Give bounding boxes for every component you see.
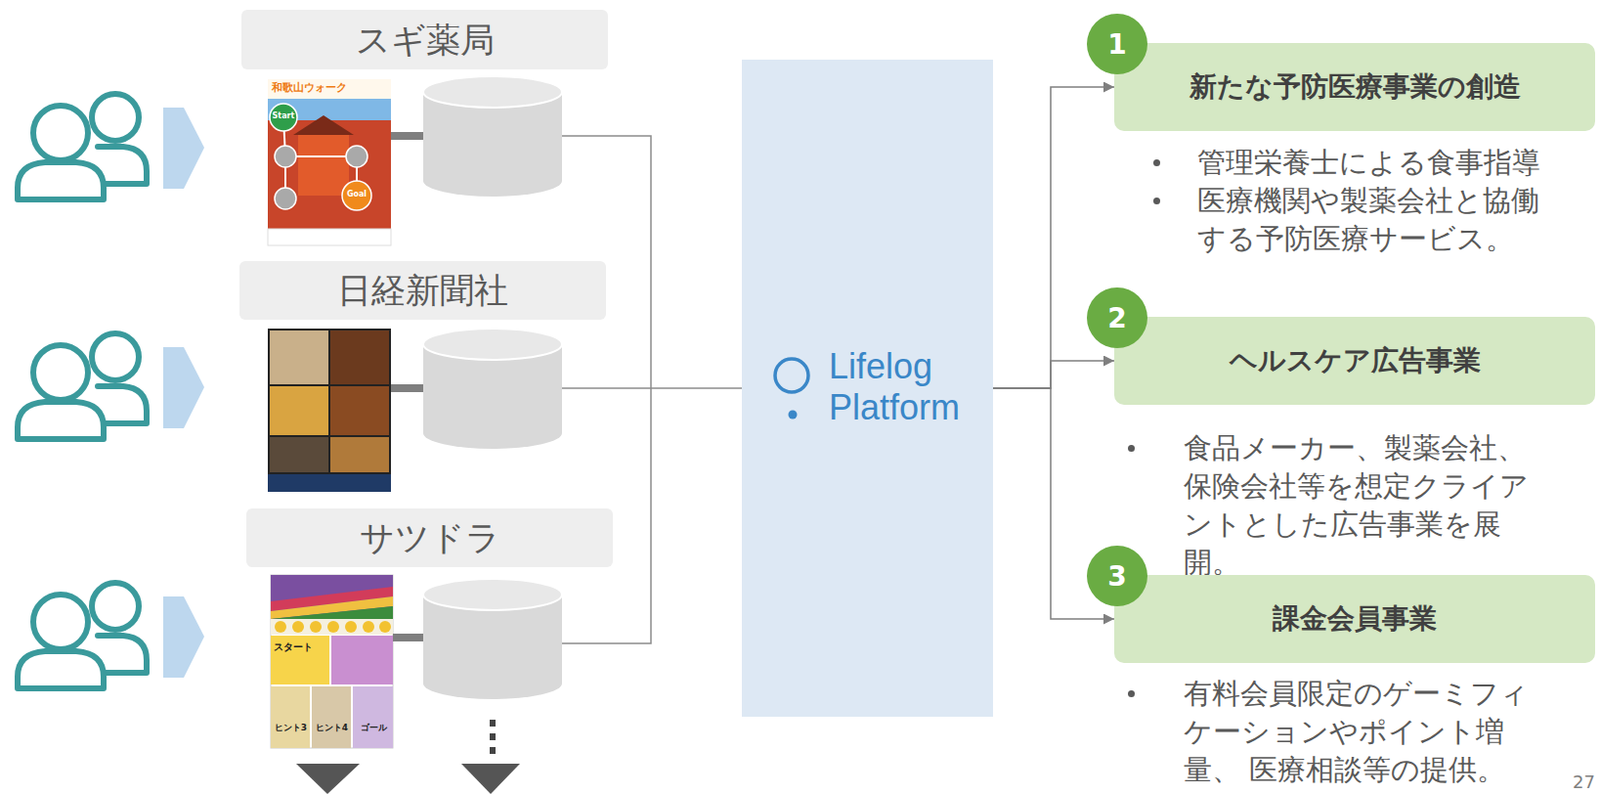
link-bar xyxy=(390,131,424,140)
photo-tile xyxy=(331,635,393,685)
flow-chevron xyxy=(163,107,205,189)
callout-number: 2 xyxy=(1086,287,1148,348)
bullet-dot xyxy=(1153,197,1161,205)
start-tile xyxy=(270,635,330,685)
user-icon xyxy=(17,582,147,689)
screen-title: 和歌山ウォーク xyxy=(271,82,390,94)
hint-tile xyxy=(270,686,310,748)
milestone-dot xyxy=(309,620,322,633)
screen-text: スタート xyxy=(273,641,329,652)
source-name: スギ薬局 xyxy=(355,19,495,61)
screen-text: Start xyxy=(269,112,298,122)
goal-marker xyxy=(342,180,372,211)
bullet-item: 有料会員限定のゲーミフィ ケーションやポイント増量、 医療相談等の提供。 xyxy=(1114,674,1596,789)
route-marker xyxy=(274,145,297,168)
food-photo xyxy=(269,330,329,385)
screenshot-navbar xyxy=(267,474,391,492)
source-header: サツドラ xyxy=(246,508,613,567)
flow-chevron xyxy=(163,596,205,678)
business-banner: ヘルスケア広告事業食品メーカー、製薬会社、 保険会社等を想定クライア ントとした… xyxy=(1114,316,1596,582)
screenshot-title-band xyxy=(267,79,391,99)
logo-ring xyxy=(775,358,809,392)
app-screenshot xyxy=(267,79,391,246)
bullet-dot xyxy=(1153,159,1161,167)
bullet-text: 医療機関や製薬会社と協働 する予防医療サービス。 xyxy=(1197,181,1571,259)
source-header: 日経新聞社 xyxy=(239,260,606,320)
temple-body xyxy=(298,134,349,196)
bullet-item: 管理栄養士による食事指導 xyxy=(1114,143,1596,182)
route-marker xyxy=(345,145,368,168)
bullet-item: 食品メーカー、製薬会社、 保険会社等を想定クライア ントとした広告事業を展開。 xyxy=(1114,429,1596,582)
milestone-dot xyxy=(362,620,375,633)
data-wire xyxy=(562,387,742,390)
banner-heading: 新たな予防医療事業の創造 xyxy=(1114,43,1596,131)
milestone-dot xyxy=(379,620,391,633)
milestone-dot xyxy=(292,620,304,633)
callout-number: 1 xyxy=(1086,13,1148,75)
more-triangle xyxy=(296,763,360,794)
callout-digit: 1 xyxy=(1107,28,1126,61)
branch-arrow xyxy=(993,360,1115,389)
platform-panel: Lifelog Platform xyxy=(741,59,994,717)
bullet-item: 医療機関や製薬会社と協働 する予防医療サービス。 xyxy=(1114,181,1596,259)
start-marker xyxy=(269,103,298,131)
milestone-dot xyxy=(274,620,287,633)
source-header: スギ薬局 xyxy=(241,9,608,70)
flower-stripe xyxy=(270,596,393,619)
platform-logo xyxy=(762,353,822,423)
milestone-row xyxy=(270,618,393,635)
screenshot-sky xyxy=(267,79,391,121)
user-icon xyxy=(17,333,147,439)
food-photo xyxy=(269,436,329,473)
business-banner: 課金会員事業有料会員限定のゲーミフィ ケーションやポイント増量、 医療相談等の提… xyxy=(1114,574,1596,789)
database-top xyxy=(423,328,563,360)
callout-digit: 3 xyxy=(1107,560,1126,593)
bullet-text: 食品メーカー、製薬会社、 保険会社等を想定クライア ントとした広告事業を展開。 xyxy=(1183,429,1557,582)
ellipsis-dots xyxy=(489,719,496,755)
app-screenshot xyxy=(267,328,391,492)
link-bar xyxy=(390,384,424,392)
banner-heading: ヘルスケア広告事業 xyxy=(1114,316,1596,405)
more-triangle xyxy=(461,763,520,794)
link-bar xyxy=(392,633,424,642)
platform-name: Lifelog Platform xyxy=(828,345,986,429)
bullet-text: 管理栄養士による食事指導 xyxy=(1197,143,1571,182)
milestone-dot xyxy=(327,620,340,633)
source-name: サツドラ xyxy=(359,517,501,559)
logo-dot xyxy=(788,410,798,420)
bullet-dot xyxy=(1127,690,1135,697)
flower-photo xyxy=(270,574,393,619)
user-icon xyxy=(17,93,147,200)
callout-number: 3 xyxy=(1086,545,1148,606)
food-photo xyxy=(330,436,390,473)
temple-roof xyxy=(293,115,354,135)
bullet-dot xyxy=(1127,444,1135,452)
milestone-dot xyxy=(345,620,357,633)
goal-tile xyxy=(352,686,393,748)
database-top xyxy=(423,76,563,108)
route-marker xyxy=(274,187,297,210)
bullet-text: 有料会員限定のゲーミフィ ケーションやポイント増量、 医療相談等の提供。 xyxy=(1183,674,1557,789)
hint-tile xyxy=(311,686,351,748)
screen-text: Goal xyxy=(343,190,371,200)
food-photo xyxy=(330,386,390,435)
food-photo xyxy=(330,330,390,385)
screen-text: ヒント4 xyxy=(312,723,351,734)
flow-chevron xyxy=(163,346,205,429)
app-screenshot xyxy=(270,574,393,748)
food-photo xyxy=(269,386,329,435)
flower-stripe xyxy=(270,605,393,619)
screenshot-navbar xyxy=(267,228,391,246)
business-banner: 新たな予防医療事業の創造管理栄養士による食事指導医療機関や製薬会社と協働 する予… xyxy=(1114,43,1596,259)
page-number: 27 xyxy=(1559,772,1596,792)
source-name: 日経新聞社 xyxy=(337,269,509,311)
banner-heading: 課金会員事業 xyxy=(1114,574,1596,663)
data-wire xyxy=(562,135,651,644)
branch-arrow xyxy=(993,86,1115,389)
database-top xyxy=(423,578,563,610)
callout-digit: 2 xyxy=(1107,302,1126,335)
screen-text: ゴール xyxy=(353,723,393,734)
screen-text: ヒント3 xyxy=(271,723,310,734)
